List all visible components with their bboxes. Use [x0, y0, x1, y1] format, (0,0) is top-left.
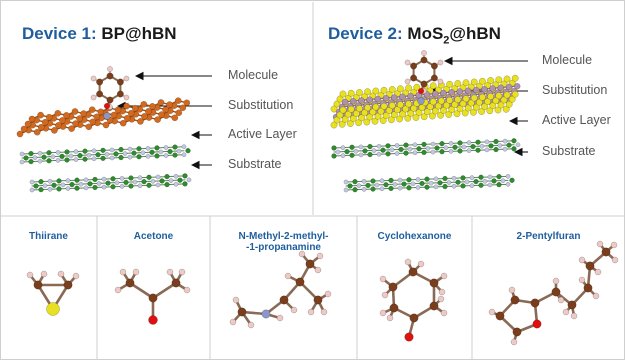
- device2-label-substrate: Substrate: [542, 144, 596, 158]
- device2-material-pre: MoS: [407, 24, 444, 43]
- molecule-name-n-methyl-2-methyl-1-propanamine: N-Methyl-2-methyl- -1-propanamine: [210, 231, 357, 253]
- molecule-name-acetone: Acetone: [133, 231, 174, 242]
- molecule-name-thiirane: Thiirane: [29, 231, 68, 242]
- molecule-2-pentylfuran: [488, 240, 619, 346]
- device1-substrate-sheet: [29, 173, 192, 193]
- molecule-name-2-pentylfuran: 2-Pentylfuran: [516, 231, 581, 242]
- device2-active-layer: [330, 74, 521, 129]
- device1-prefix: Device 1:: [22, 24, 97, 43]
- device1-material: BP@hBN: [101, 24, 177, 43]
- device2-molecule: [404, 50, 444, 105]
- molecule-name-line2: -1-propanamine: [245, 242, 321, 253]
- molecule-thiirane: [26, 270, 80, 316]
- molecule-n-methyl-2-methyl-1-propanamine: [229, 250, 332, 329]
- device2-label-substitution: Substitution: [542, 83, 608, 97]
- device1-label-substrate: Substrate: [228, 157, 282, 171]
- device2-label-active-layer: Active Layer: [542, 113, 611, 127]
- device2-title: Device 2: MoS2@hBN: [328, 24, 501, 46]
- device1-molecule: [90, 66, 130, 120]
- device1-label-active-layer: Active Layer: [228, 127, 297, 141]
- device2-material: MoS2@hBN: [407, 24, 501, 47]
- device1-title: Device 1: BP@hBN: [22, 24, 177, 44]
- device2-prefix: Device 2:: [328, 24, 403, 43]
- device2-substrate-sheet: [343, 173, 515, 193]
- molecule-name-cyclohexanone: Cyclohexanone: [377, 231, 452, 242]
- device2-material-sub: 2: [443, 34, 450, 47]
- device2-label-molecule: Molecule: [542, 53, 593, 67]
- device2-material-post: @hBN: [449, 24, 501, 43]
- device1-label-substitution: Substitution: [228, 98, 294, 112]
- molecule-cyclohexanone: [379, 258, 448, 342]
- device1-active-layer: [16, 97, 191, 138]
- device1-label-molecule: Molecule: [228, 68, 279, 82]
- device1-substrate-sheet: [19, 144, 191, 165]
- device2-substrate-sheet: [331, 138, 521, 159]
- molecule-acetone: [114, 268, 191, 325]
- molecule-name-line1: N-Methyl-2-methyl-: [238, 231, 329, 242]
